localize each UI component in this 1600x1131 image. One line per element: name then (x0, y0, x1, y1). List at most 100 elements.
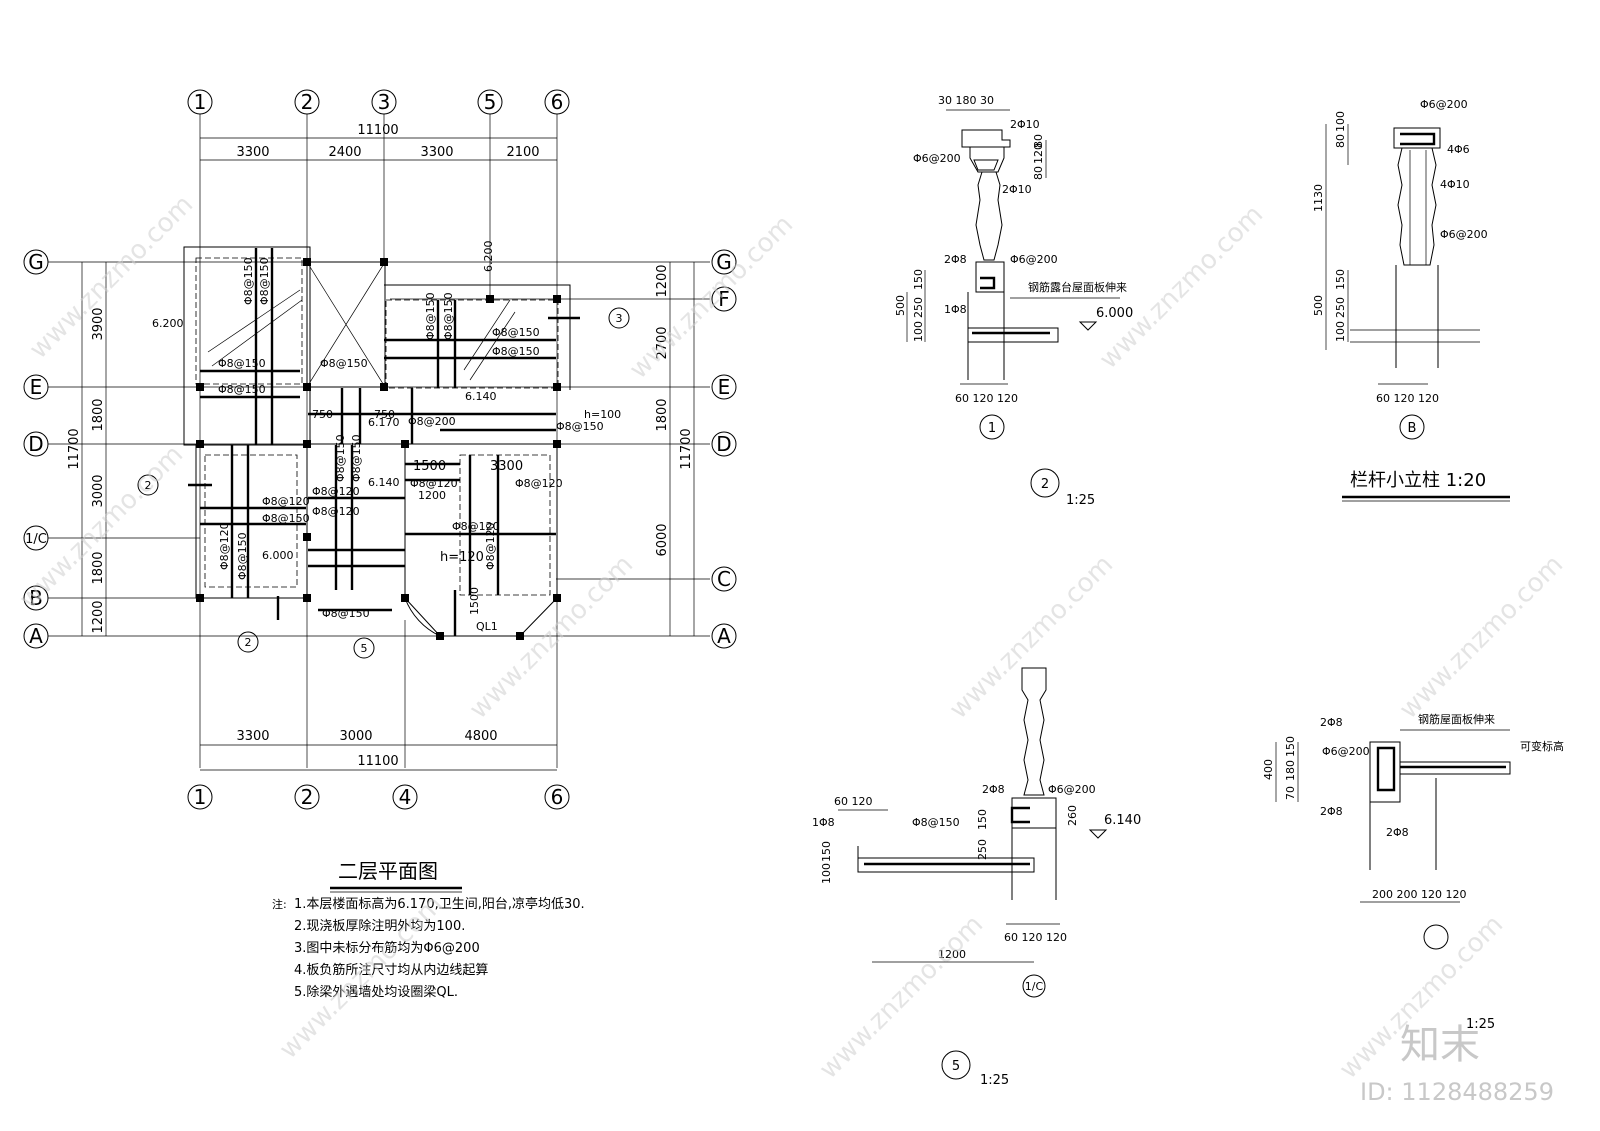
axis-label: 2 (301, 90, 314, 114)
rebar-label: Φ8@150 (556, 420, 604, 433)
axis-label: D (28, 432, 43, 456)
rebar-label: Φ8@120 (262, 495, 310, 508)
dim-bottom: 3000 (339, 729, 372, 744)
rebar-label: 4Φ6 (1447, 143, 1470, 156)
axis-label: D (716, 432, 731, 456)
rebar-label: 4Φ10 (1440, 178, 1470, 191)
rebar-label: 2Φ8 (1320, 716, 1343, 729)
detail-dim: 500 (894, 295, 907, 316)
rebar-label: Φ8@150 (442, 292, 455, 340)
rebar-label: Φ8@120 (312, 485, 360, 498)
dim-label: 750 (374, 408, 395, 421)
rebar-label: Φ8@120 (410, 477, 458, 490)
plan-walls (183, 246, 571, 637)
rebar-label: Φ8@150 (492, 326, 540, 339)
rebar-label: Φ8@200 (408, 415, 456, 428)
watermark-text: www.znzmo.com (1394, 550, 1569, 725)
detail-dim: 150 (912, 269, 925, 290)
floor-plan: 1 2 3 5 6 11100 3300 2400 3300 2100 (23, 89, 737, 1000)
rebar-label: 2Φ8 (1386, 826, 1409, 839)
axis-label: 5 (484, 90, 497, 114)
elevation-label: 6.140 (368, 476, 400, 489)
detail-dim: 60 120 120 (1004, 931, 1067, 944)
detail-dim: 60 120 120 (955, 392, 1018, 405)
detail-B: Φ6@200 4Φ6 4Φ10 Φ6@200 80 100 1130 150 2… (1312, 98, 1510, 502)
rebar-label: Φ8@150 (242, 257, 255, 305)
note-line: 3.图中未标分布筋均为Φ6@200 (294, 940, 480, 956)
rebar-label: Φ6@200 (1420, 98, 1468, 111)
axis-label: 6 (551, 90, 564, 114)
detail-marker: 2 (1041, 477, 1049, 492)
right-axis-bubbles: G F E D C A (711, 249, 737, 649)
dim-right: 1800 (655, 398, 670, 431)
axis-label: C (717, 567, 731, 591)
detail-dim: 150 (1284, 736, 1297, 757)
detail-dim: 70 (1284, 786, 1297, 800)
detail-dim: 100 (820, 863, 833, 884)
detail-dim: 260 (1066, 805, 1079, 826)
watermark-text: www.znzmo.com (464, 550, 639, 725)
rebar-label: 1Φ8 (944, 303, 967, 316)
detail-dim: 60 120 120 (1376, 392, 1439, 405)
axis-label: A (29, 624, 43, 648)
detail-dim: 400 (1262, 759, 1275, 780)
slab-thickness: h=120 (440, 550, 484, 565)
elevation-label: 6.000 (1096, 306, 1133, 321)
watermark-text: www.znzmo.com (24, 190, 199, 365)
rebar-label: Φ6@200 (1440, 228, 1488, 241)
dim-bottom-total: 11100 (357, 754, 398, 769)
axis-label: 2 (301, 785, 314, 809)
detail-dim: 30 180 30 (938, 94, 994, 107)
rebar-label: Φ6@200 (1010, 253, 1058, 266)
dim-label: 1500 (413, 459, 446, 474)
axis-label: 3 (378, 90, 391, 114)
detail-5: 60 120 1Φ8 Φ8@150 2Φ8 Φ6@200 150 250 260… (812, 667, 1141, 1088)
rebar-label: Φ8@150 (262, 512, 310, 525)
rebar-label: 2Φ8 (982, 783, 1005, 796)
dim-top-total: 11100 (357, 123, 398, 138)
elevation-label: 6.140 (1104, 813, 1141, 828)
dim-right: 6000 (655, 523, 670, 556)
section-marker: 2 (245, 636, 252, 649)
axis-label: E (718, 375, 731, 399)
dim-left: 1800 (91, 398, 106, 431)
rebar-label: Φ8@120 (218, 522, 231, 570)
axis-label: 1 (194, 90, 207, 114)
top-dimensions: 11100 3300 2400 3300 2100 (200, 123, 557, 161)
detail-3: 2Φ8 钢筋屋面板伸来 可变标高 Φ6@200 2Φ8 2Φ8 150 180 … (1262, 712, 1564, 1032)
rebar-label: Φ8@150 (258, 257, 271, 305)
rebar-label: Φ6@200 (1322, 745, 1370, 758)
rebar-label: Φ8@150 (322, 607, 370, 620)
detail-dim: 150 (976, 809, 989, 830)
notes-label: 注: (272, 897, 287, 911)
rebar-label: 2Φ10 (1010, 118, 1040, 131)
dim-bottom: 4800 (464, 729, 497, 744)
rebar-label: Φ8@120 (452, 520, 500, 533)
axis-label: G (28, 250, 44, 274)
plan-labels: 6.200 6.200 6.000 6.140 6.140 6.170 Φ8@1… (137, 241, 630, 659)
elevation-label: 6.000 (262, 549, 294, 562)
rebar-label: Φ8@150 (218, 383, 266, 396)
rebar-label: 1Φ8 (812, 816, 835, 829)
rebar-label: Φ8@120 (484, 522, 497, 570)
plan-rebar-bars (200, 248, 556, 636)
dim-label: 3300 (490, 459, 523, 474)
rebar-label: Φ8@150 (236, 532, 249, 580)
detail-dim: 180 (1284, 760, 1297, 781)
slab-thickness: h=100 (584, 408, 621, 421)
right-dimensions: 1200 2700 1800 6000 11700 (655, 262, 695, 636)
bottom-dimensions: 3300 3000 4800 11100 (200, 729, 557, 771)
dim-label: 1200 (418, 489, 446, 502)
detail-dim: 60 120 (834, 795, 873, 808)
detail-dim: 100 (1334, 321, 1347, 342)
rebar-label: Φ8@150 (492, 345, 540, 358)
detail-dim: 250 (912, 297, 925, 318)
rebar-label: 2Φ8 (1320, 805, 1343, 818)
top-axis-bubbles: 1 2 3 5 6 (187, 89, 570, 115)
dim-left: 1200 (91, 600, 106, 633)
detail-marker: 1 (988, 421, 996, 436)
dim-top: 3300 (236, 145, 269, 160)
brand-logo: 知末 (1400, 1022, 1480, 1068)
note-line: 4.板负筋所注尺寸均从内边线起算 (294, 962, 488, 978)
